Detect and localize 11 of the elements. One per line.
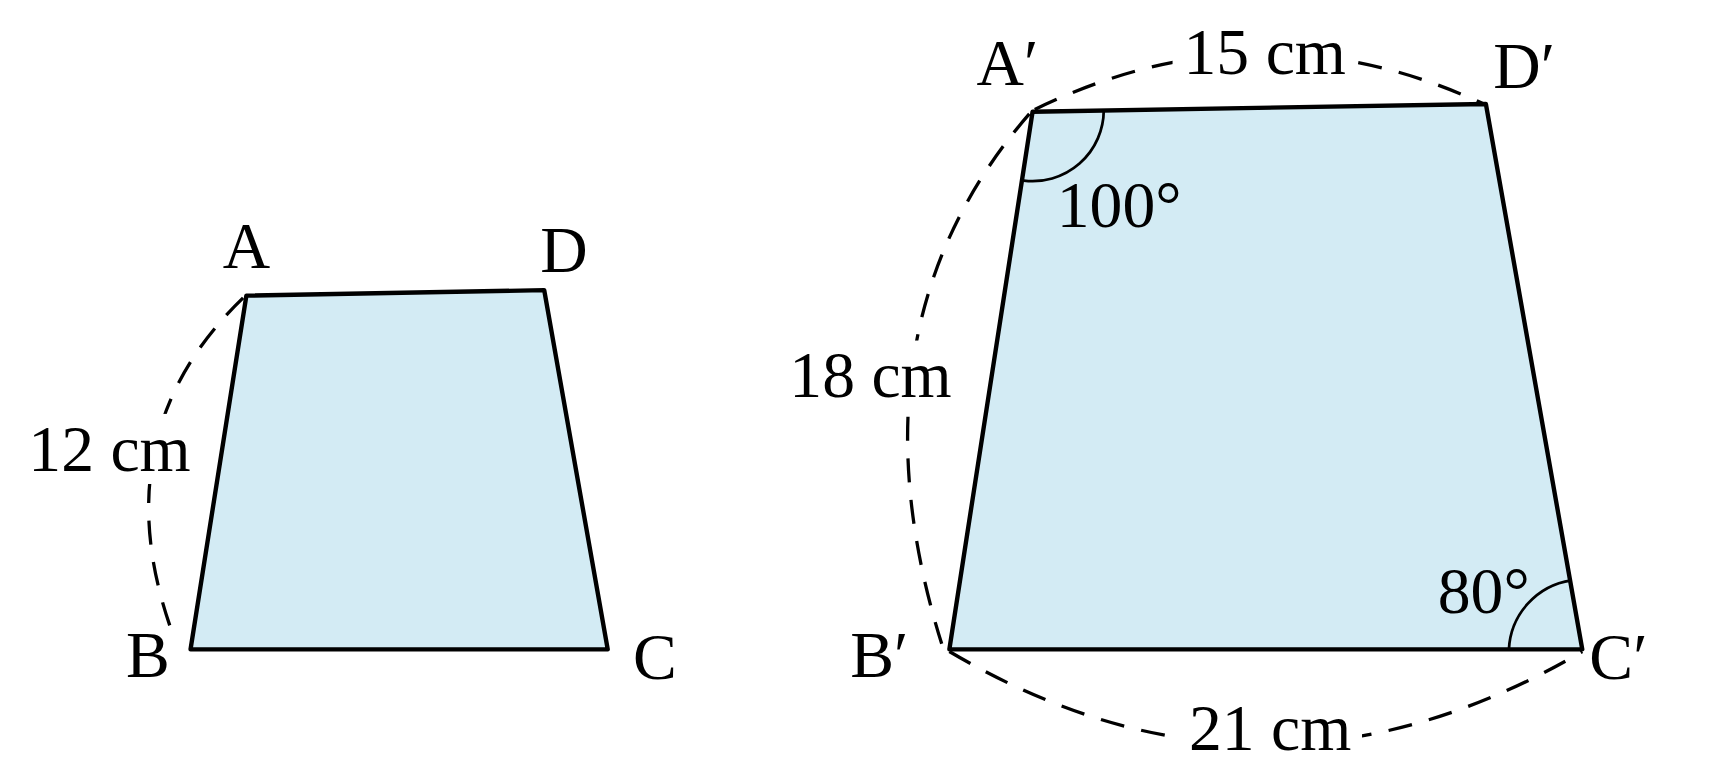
vertex-label: C bbox=[632, 624, 677, 690]
vertex-label: A bbox=[222, 213, 271, 280]
vertex-label: C′ bbox=[1589, 624, 1648, 690]
vertex-label: B bbox=[125, 621, 170, 688]
vertex-label: D bbox=[540, 216, 588, 283]
angle-label: 100° bbox=[1056, 171, 1182, 238]
vertex-label: A′ bbox=[976, 30, 1039, 97]
angle-label: 80° bbox=[1437, 558, 1530, 625]
vertex-label: D′ bbox=[1493, 32, 1556, 99]
vertex-label: B′ bbox=[850, 621, 909, 688]
trapezoid bbox=[188, 288, 610, 652]
